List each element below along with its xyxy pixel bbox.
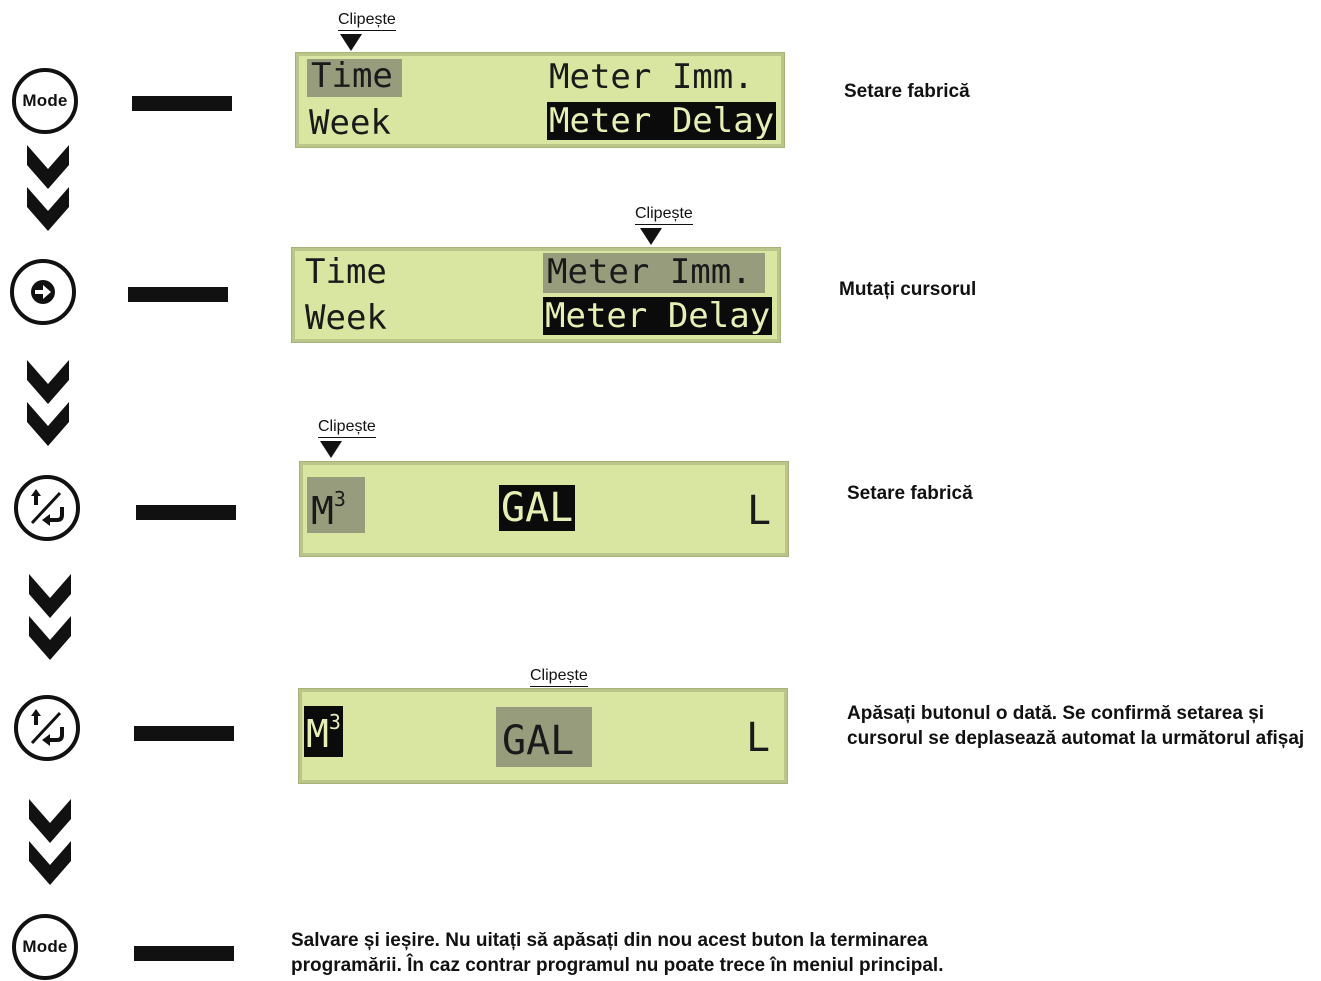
step-description: Apăsați butonul o dată. Se confirmă seta… bbox=[847, 703, 1305, 749]
lcd-meter-delay-field: Meter Delay bbox=[547, 101, 777, 141]
lcd-display: Time Meter Imm. Week Meter Delay bbox=[295, 52, 785, 148]
step-description: Setare fabrică bbox=[847, 483, 973, 504]
lcd-unit-m3-base: M bbox=[311, 489, 334, 533]
lcd-week-field: Week bbox=[305, 298, 387, 338]
flash-label: Clipește bbox=[318, 418, 376, 438]
lcd-display: Time Meter Imm. Week Meter Delay bbox=[291, 247, 781, 343]
flash-pointer-icon bbox=[640, 228, 662, 245]
flash-label: Clipește bbox=[338, 11, 396, 31]
mode-button[interactable]: Mode bbox=[12, 914, 78, 980]
double-chevron-down-icon bbox=[29, 799, 71, 885]
enter-button[interactable] bbox=[14, 695, 80, 761]
double-chevron-down-icon bbox=[27, 145, 69, 231]
flash-label: Clipește bbox=[635, 205, 693, 225]
right-arrow-button[interactable] bbox=[10, 259, 76, 325]
step-description: Setare fabrică bbox=[844, 81, 970, 102]
flash-pointer-icon bbox=[340, 34, 362, 51]
lcd-week-field: Week bbox=[309, 103, 391, 143]
lcd-unit-gal: GAL bbox=[496, 707, 592, 767]
connector-bar bbox=[136, 505, 236, 520]
connector-bar bbox=[134, 946, 234, 961]
lcd-unit-l: L bbox=[746, 715, 771, 761]
mode-button-label: Mode bbox=[22, 91, 68, 110]
lcd-meter-imm-field: Meter Imm. bbox=[543, 253, 765, 293]
flash-pointer-icon bbox=[320, 441, 342, 458]
double-chevron-down-icon bbox=[29, 574, 71, 660]
lcd-unit-m3-sup: 3 bbox=[333, 487, 346, 511]
lcd-unit-m3: M3 bbox=[304, 706, 343, 757]
lcd-unit-m3: M3 bbox=[307, 477, 365, 533]
connector-bar bbox=[134, 726, 234, 741]
lcd-time-field: Time bbox=[305, 252, 387, 292]
lcd-unit-l: L bbox=[747, 488, 772, 534]
connector-bar bbox=[128, 287, 228, 302]
arrow-right-icon bbox=[31, 280, 55, 304]
connector-bar bbox=[132, 96, 232, 111]
save-exit-description: Salvare și ieșire. Nu uitați să apăsați … bbox=[291, 930, 944, 976]
step-description: Mutați cursorul bbox=[839, 279, 977, 300]
lcd-unit-gal: GAL bbox=[499, 485, 576, 531]
mode-button-label: Mode bbox=[22, 937, 68, 956]
enter-icon bbox=[30, 489, 64, 526]
lcd-display: M3 GAL L bbox=[298, 688, 788, 784]
lcd-meter-delay-field: Meter Delay bbox=[543, 296, 773, 336]
enter-icon bbox=[30, 709, 64, 746]
lcd-display: M3 GAL L bbox=[299, 461, 789, 557]
lcd-meter-imm-field: Meter Imm. bbox=[549, 57, 754, 97]
mode-button[interactable]: Mode bbox=[12, 68, 78, 134]
lcd-unit-m3-sup: 3 bbox=[328, 710, 341, 734]
enter-button[interactable] bbox=[14, 475, 80, 541]
double-chevron-down-icon bbox=[27, 360, 69, 446]
lcd-unit-m3-base: M bbox=[306, 712, 329, 756]
flash-label: Clipește bbox=[530, 667, 588, 687]
lcd-time-field: Time bbox=[307, 59, 402, 97]
